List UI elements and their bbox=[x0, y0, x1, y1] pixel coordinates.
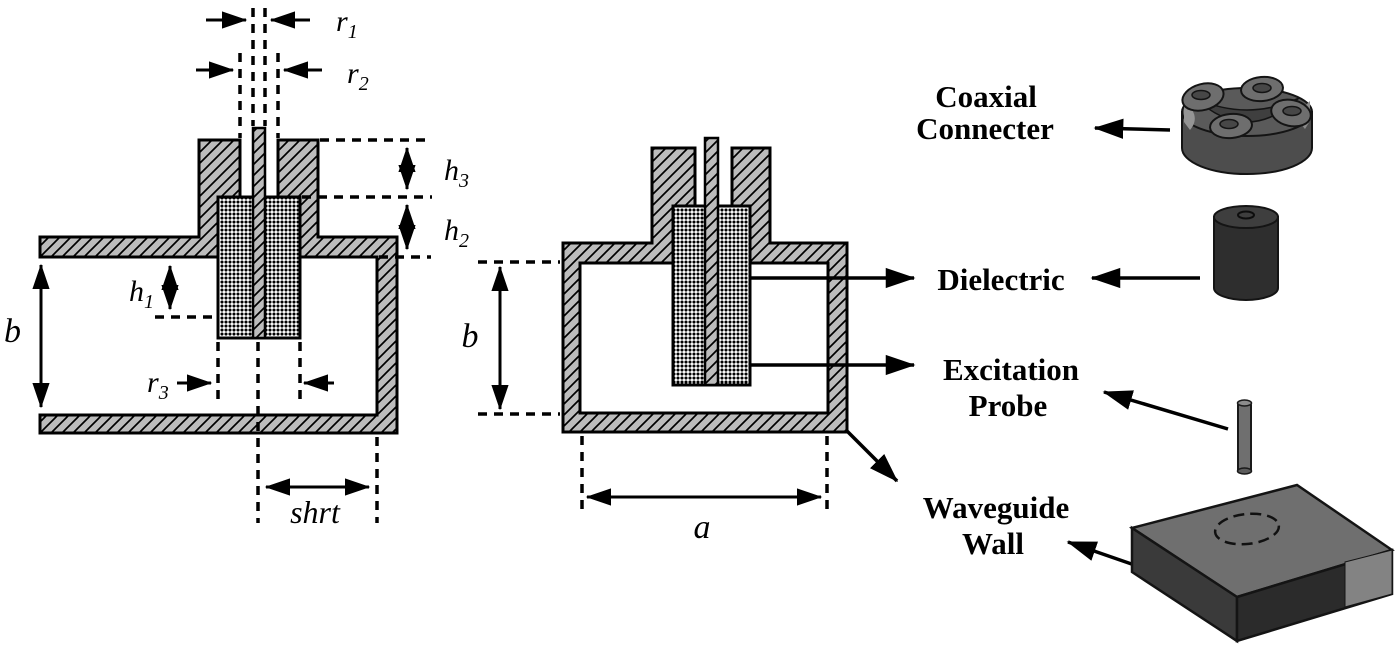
block-connector-hole-outline bbox=[1213, 512, 1281, 546]
legend-labels: Coaxial Connecter Dielectric Excitation … bbox=[916, 79, 1079, 561]
middle-cross-section: b a bbox=[462, 136, 916, 546]
middle-center-pin bbox=[703, 136, 720, 387]
dielectric-top-face bbox=[1213, 205, 1279, 229]
label-coaxial-connector-line1: Coaxial bbox=[935, 79, 1037, 114]
dielectric-body bbox=[1213, 216, 1279, 301]
dielectric-3d bbox=[1213, 205, 1279, 301]
middle-dimension-arrows bbox=[491, 265, 823, 506]
probe-top-cap bbox=[1236, 399, 1253, 407]
dim-label-b-left: b bbox=[4, 313, 21, 350]
dim-label-r3: r3 bbox=[147, 366, 169, 404]
excitation-probe-3d bbox=[1236, 399, 1253, 475]
screw-hole-icon bbox=[1252, 82, 1272, 94]
probe-rod bbox=[1237, 402, 1252, 473]
probe-bottom-cap bbox=[1236, 467, 1253, 475]
middle-metal-box-and-connector bbox=[561, 146, 849, 434]
left-dimension-arrows bbox=[32, 11, 416, 496]
waveguide-wall-3d bbox=[1128, 483, 1395, 644]
pointer-waveguide-wall-corner bbox=[844, 428, 899, 483]
dim-label-h2: h2 bbox=[444, 214, 469, 252]
dim-label-r2: r2 bbox=[347, 57, 369, 95]
block-interior-floor bbox=[1344, 549, 1393, 608]
left-dashed-lines bbox=[155, 8, 432, 523]
left-cross-section: r1 r2 h3 h2 h1 b r3 shrt bbox=[4, 5, 469, 530]
left-center-pin bbox=[251, 126, 267, 340]
connector-flange-tabs bbox=[1181, 75, 1312, 140]
arrow-to-excitation-probe-label bbox=[1102, 390, 1229, 431]
coaxial-connector-3d bbox=[1181, 75, 1313, 175]
label-excitation-probe-line1: Excitation bbox=[943, 352, 1079, 387]
screw-hole-icon bbox=[1219, 118, 1239, 130]
dim-label-a: a bbox=[694, 509, 711, 546]
label-dielectric: Dielectric bbox=[937, 262, 1064, 297]
callout-pointers bbox=[750, 267, 916, 483]
label-excitation-probe-line2: Probe bbox=[969, 388, 1048, 423]
dim-label-h1: h1 bbox=[129, 275, 154, 313]
dim-label-b-middle: b bbox=[462, 318, 479, 355]
screw-hole-icon bbox=[1191, 89, 1211, 101]
left-metal-left-wall-and-connector bbox=[38, 138, 242, 259]
middle-dashed-lines bbox=[478, 260, 829, 512]
label-waveguide-wall-line2: Wall bbox=[962, 526, 1024, 561]
dielectric-hole-icon bbox=[1237, 210, 1255, 220]
dim-label-r1: r1 bbox=[336, 5, 358, 43]
dim-label-shrt: shrt bbox=[290, 494, 341, 530]
screw-hole-icon bbox=[1282, 105, 1302, 117]
arrow-to-coaxial-connector-label bbox=[1093, 118, 1171, 139]
dim-label-h3: h3 bbox=[444, 154, 469, 192]
label-coaxial-connector-line2: Connecter bbox=[916, 111, 1054, 146]
label-waveguide-wall-line1: Waveguide bbox=[923, 490, 1069, 525]
